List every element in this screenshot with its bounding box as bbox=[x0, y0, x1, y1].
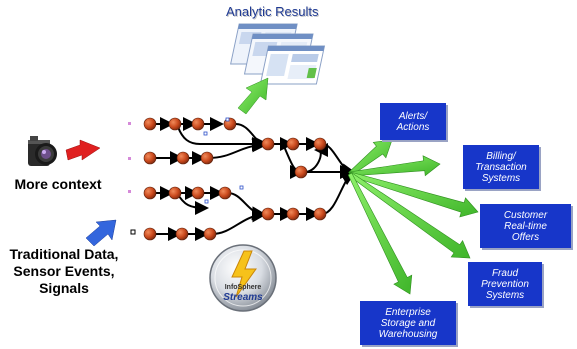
output-line: Alerts/ bbox=[398, 110, 428, 122]
output-line: Billing/ bbox=[486, 150, 516, 162]
output-arrow-fan bbox=[347, 139, 479, 295]
operator-node bbox=[261, 137, 275, 151]
input-markers bbox=[128, 122, 131, 193]
badge-product: Streams bbox=[223, 292, 263, 303]
dashboard-screenshots-icon bbox=[230, 23, 326, 85]
traditional-data-line: Signals bbox=[39, 280, 89, 296]
operator-node bbox=[203, 227, 217, 241]
green-output-arrow bbox=[349, 155, 441, 177]
operator-node bbox=[143, 186, 157, 200]
more-context-label: More context bbox=[14, 176, 102, 192]
operator-node bbox=[286, 207, 300, 221]
badge-brand: InfoSphere bbox=[224, 284, 262, 291]
analytic-results-title: Analytic Results bbox=[226, 4, 319, 19]
blue-input-arrow bbox=[85, 219, 117, 247]
output-line: Offers bbox=[511, 231, 540, 243]
output-alerts-actions: Alerts/ Actions bbox=[380, 103, 446, 140]
output-line: Warehousing bbox=[378, 328, 438, 340]
output-line: Customer bbox=[503, 209, 548, 221]
operator-node bbox=[261, 207, 275, 221]
operator-node bbox=[200, 151, 214, 165]
port-marker bbox=[225, 117, 230, 122]
operator-node bbox=[168, 186, 182, 200]
output-customer-offers: Customer Real-time Offers bbox=[480, 204, 571, 248]
red-input-arrow bbox=[65, 139, 101, 161]
green-output-arrow bbox=[348, 139, 393, 177]
operator-node bbox=[176, 151, 190, 165]
operator-nodes bbox=[143, 117, 327, 241]
port-marker bbox=[203, 131, 208, 136]
operator-node bbox=[143, 227, 157, 241]
port-marker bbox=[239, 185, 244, 190]
operator-node bbox=[294, 165, 308, 179]
operator-node bbox=[191, 186, 205, 200]
operator-node bbox=[218, 186, 232, 200]
operator-node bbox=[313, 207, 327, 221]
traditional-data-label: Traditional Data, Sensor Events, Signals bbox=[8, 246, 120, 297]
streams-badge-icon: InfoSphere Streams bbox=[208, 243, 278, 313]
green-output-arrow bbox=[347, 172, 413, 295]
input-marker-square bbox=[130, 229, 136, 235]
green-output-arrow bbox=[348, 171, 471, 259]
output-fraud-prevention: Fraud Prevention Systems bbox=[468, 262, 542, 306]
output-line: Real-time bbox=[504, 220, 547, 232]
operator-node bbox=[143, 117, 157, 131]
output-billing-transaction: Billing/ Transaction Systems bbox=[463, 145, 539, 189]
camera-icon bbox=[28, 136, 57, 166]
operator-node bbox=[143, 151, 157, 165]
operator-node bbox=[191, 117, 205, 131]
output-line: Enterprise bbox=[385, 306, 431, 318]
output-line: Systems bbox=[485, 289, 525, 301]
output-line: Actions bbox=[396, 121, 430, 133]
traditional-data-line: Traditional Data, bbox=[9, 246, 119, 262]
operator-node bbox=[313, 137, 327, 151]
operator-node bbox=[286, 137, 300, 151]
port-marker bbox=[204, 199, 209, 204]
output-line: Fraud bbox=[491, 267, 519, 279]
output-line: Prevention bbox=[481, 278, 529, 290]
output-line: Systems bbox=[481, 172, 521, 184]
green-output-arrow bbox=[349, 171, 479, 218]
traditional-data-line: Sensor Events, bbox=[13, 263, 115, 279]
output-enterprise-storage: Enterprise Storage and Warehousing bbox=[360, 301, 456, 345]
operator-node bbox=[168, 117, 182, 131]
output-line: Transaction bbox=[475, 161, 527, 173]
output-line: Storage and bbox=[380, 317, 436, 329]
operator-node bbox=[175, 227, 189, 241]
green-analytic-arrow bbox=[237, 77, 269, 115]
